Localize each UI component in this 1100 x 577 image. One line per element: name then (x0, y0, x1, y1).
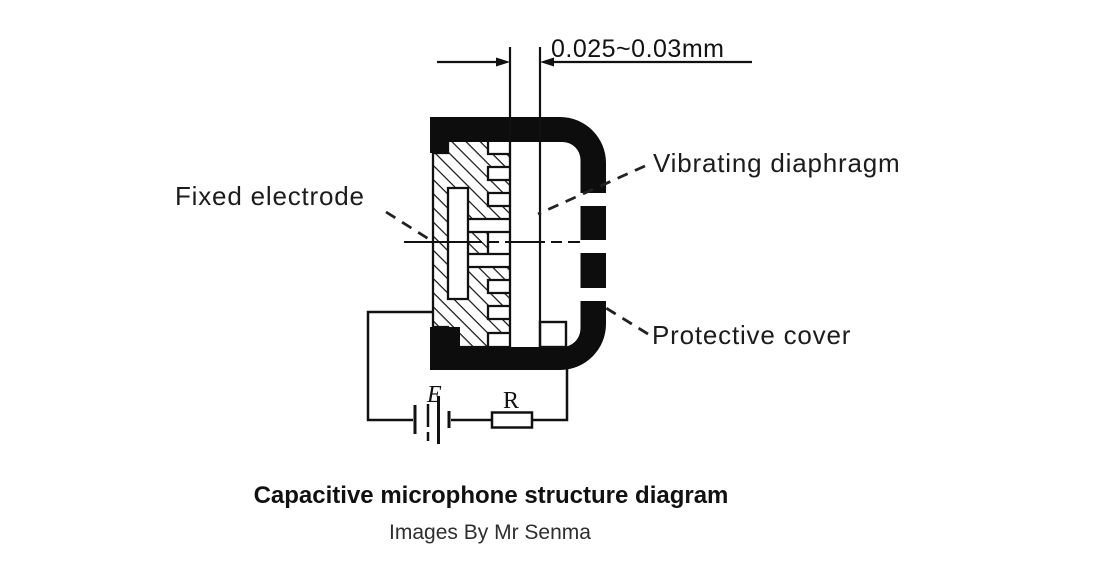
cover-segment-lower (580, 253, 606, 288)
caption-subtitle: Images By Mr Senma (389, 521, 591, 544)
leader-fixed-electrode (385, 210, 433, 243)
cover-segment-upper (580, 206, 606, 240)
resistor-icon (490, 411, 534, 429)
leader-vibrating-diaphragm (537, 164, 646, 216)
label-vibrating-diaphragm: Vibrating diaphragm (653, 148, 900, 178)
dimension-annotation: 0.025~0.03mm (437, 35, 752, 67)
battery-label: E (426, 382, 442, 408)
circuit-wire-left (366, 310, 433, 422)
dimension-arrow-left-pointing (540, 57, 554, 67)
shell-bottom (430, 301, 606, 370)
leader-protective-cover (605, 306, 649, 336)
microphone-shell (430, 117, 606, 370)
diaphragm-support-block (538, 320, 568, 349)
circuit-wire-right (532, 369, 569, 422)
bias-circuit: E R (366, 310, 569, 444)
battery-icon (413, 396, 451, 444)
resistor-label: R (503, 388, 519, 414)
dimension-label: 0.025~0.03mm (551, 35, 724, 63)
label-protective-cover: Protective cover (652, 320, 851, 350)
caption-title: Capacitive microphone structure diagram (254, 482, 729, 509)
shell-top (430, 117, 606, 193)
dimension-arrow-right-pointing (496, 57, 510, 67)
label-fixed-electrode: Fixed electrode (175, 181, 365, 211)
